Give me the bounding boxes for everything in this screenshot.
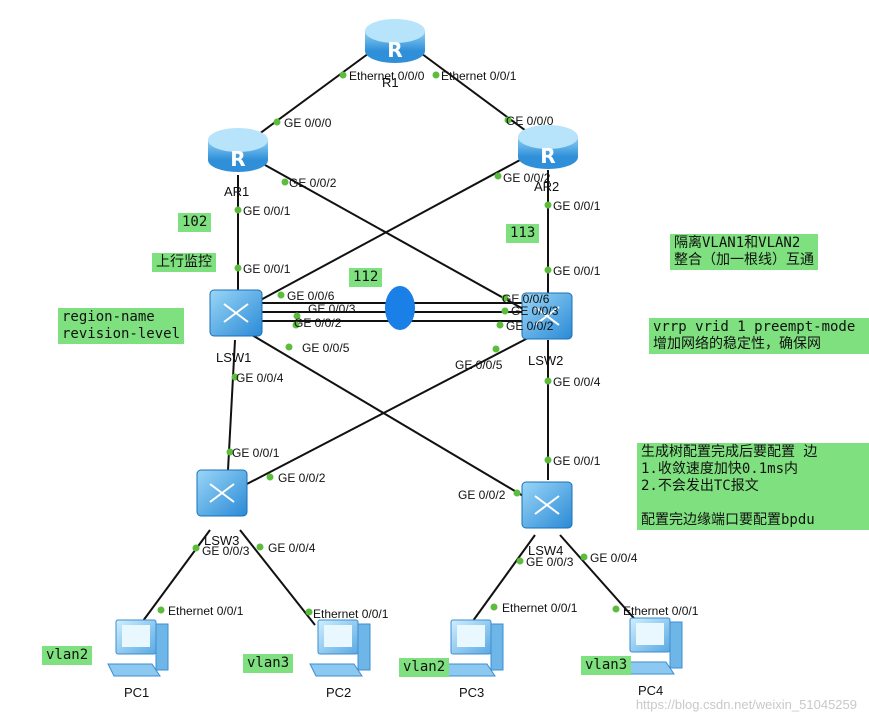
device-label-pc2: PC2 [326,685,351,700]
port-label: GE 0/0/6 [287,289,335,303]
device-label-lsw1: LSW1 [216,350,251,365]
router-r1[interactable]: R [365,19,425,63]
router-r-icon: R [230,147,245,171]
link-lsw4-pc3 [469,534,536,626]
pc-icon [621,617,683,675]
device-label-ar2: AR2 [534,179,559,194]
router-ar2[interactable]: R [518,125,578,169]
port-label: GE 0/0/1 [553,264,601,278]
switch-lsw4[interactable] [521,481,573,529]
device-label-ar1: AR1 [224,184,249,199]
pc-pc2[interactable] [309,619,371,677]
port-label: GE 0/0/0 [506,114,554,128]
switch-icon [534,306,560,326]
note-vrrp: vrrp vrid 1 preempt-mode 增加网络的稳定性，确保网 [649,318,869,354]
port-label: GE 0/0/2 [506,319,554,333]
device-label-pc1: PC1 [124,685,149,700]
port-label: GE 0/0/4 [553,375,601,389]
note-113: 113 [506,224,540,243]
pc-pc1[interactable] [107,619,169,677]
port-label: GE 0/0/4 [590,551,638,565]
port-label: GE 0/0/5 [455,358,503,372]
switch-lsw1[interactable] [209,289,263,337]
port-label: GE 0/0/3 [511,304,559,318]
port-label: GE 0/0/1 [243,204,291,218]
port-label: Ethernet 0/0/1 [502,601,578,615]
link-ar2-lsw1 [254,159,521,304]
pc-pc4[interactable] [621,617,683,675]
note-112: 112 [349,268,383,287]
router-r-icon: R [540,144,555,168]
port-label: GE 0/0/1 [243,262,291,276]
port-label: GE 0/0/2 [503,171,551,185]
port-label: Ethernet 0/0/1 [623,604,699,618]
port-label: GE 0/0/5 [302,341,350,355]
pc-icon [107,619,169,677]
note-102: 102 [178,213,212,232]
note-stp-edge: 生成树配置完成后要配置 边 1.收敛速度加快0.1ms内 2.不会发出TC报文 … [637,443,869,530]
note-vlan-pc4: vlan3 [581,656,632,675]
port-label: GE 0/0/1 [553,199,601,213]
switch-icon [209,483,235,503]
link-r1-ar1 [239,44,381,149]
port-dots [157,71,620,616]
device-label-r1: R1 [382,75,399,90]
device-label-pc4: PC4 [638,683,663,698]
port-label: GE 0/0/2 [294,316,342,330]
device-label-lsw4: LSW4 [528,543,563,558]
note-vlan-pc3: vlan2 [399,658,450,677]
port-label: GE 0/0/4 [236,371,284,385]
pc-icon [442,619,504,677]
pc-pc3[interactable] [442,619,504,677]
port-label: Ethernet 0/0/1 [313,607,389,621]
port-label: GE 0/0/3 [526,555,574,569]
port-label: Ethernet 0/0/1 [168,604,244,618]
device-label-lsw2: LSW2 [528,353,563,368]
port-label: GE 0/0/2 [458,488,506,502]
switch-icon [534,495,560,515]
link-lsw4-pc4 [559,534,641,626]
pc-icon [309,619,371,677]
switch-lsw2[interactable] [521,292,573,340]
link-bundle-marker [385,286,415,330]
port-label: GE 0/0/3 [202,544,250,558]
port-label: GE 0/0/4 [268,541,316,555]
port-label: GE 0/0/1 [553,454,601,468]
link-ar1-lsw2 [264,164,526,311]
link-lsw1-lsw3 [227,339,236,471]
port-label: GE 0/0/2 [278,471,326,485]
watermark: https://blog.csdn.net/weixin_51045259 [635,697,857,712]
switch-lsw3[interactable] [196,469,248,517]
note-vlan-pc2: vlan3 [243,654,294,673]
port-label: GE 0/0/6 [502,292,550,306]
link-r1-ar2 [409,44,546,146]
switch-icon [223,303,249,323]
port-label: GE 0/0/3 [308,302,356,316]
port-label: GE 0/0/1 [232,446,280,460]
note-vlan-pc1: vlan2 [42,646,93,665]
link-lsw2-lsw3 [244,337,529,486]
device-label-lsw3: LSW3 [204,533,239,548]
link-lsw3-pc2 [239,529,316,626]
device-label-pc3: PC3 [459,685,484,700]
port-label: Ethernet 0/0/0 [349,69,425,83]
note-region-name: region-name revision-level [58,308,185,344]
note-uplink-monitor: 上行监控 [152,253,216,272]
links [139,44,641,626]
link-lsw1-lsw4 [251,334,531,501]
port-label: GE 0/0/0 [284,116,332,130]
router-r-icon: R [387,38,402,62]
port-label: GE 0/0/2 [289,176,337,190]
router-ar1[interactable]: R [208,128,268,172]
port-label: Ethernet 0/0/1 [441,69,517,83]
note-isolate-vlan: 隔离VLAN1和VLAN2 整合（加一根线）互通 [670,234,818,270]
